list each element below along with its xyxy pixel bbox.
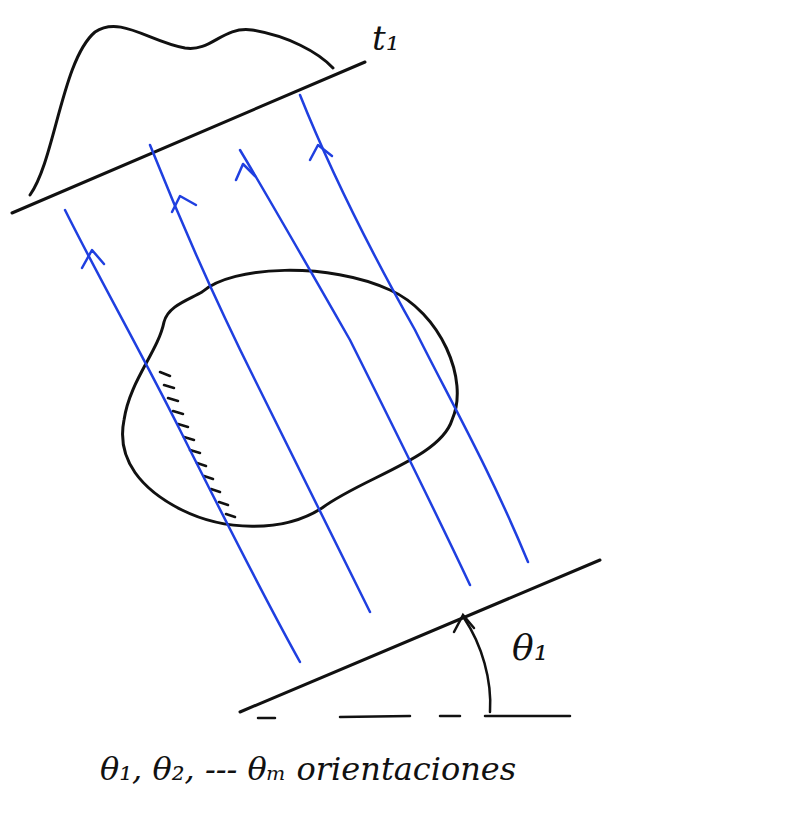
reference-axis xyxy=(258,716,570,718)
ray-arrowhead xyxy=(310,145,332,160)
angle-arrowhead xyxy=(454,615,474,632)
object-outline xyxy=(123,270,458,526)
ray-arrowhead xyxy=(172,196,196,212)
ray xyxy=(65,210,300,662)
ray xyxy=(150,145,370,612)
hatching xyxy=(160,372,235,517)
projection-profile xyxy=(30,26,333,195)
angle-label: θ₁ xyxy=(512,628,548,668)
ray xyxy=(300,95,528,562)
axis-label: t₁ xyxy=(372,20,399,57)
detector-line xyxy=(12,62,365,213)
angle-arc xyxy=(464,618,490,712)
ray-arrowhead xyxy=(82,250,104,268)
ray-arrowhead xyxy=(236,164,255,180)
note: θ₁, θ₂, --- θₘ orientaciones xyxy=(100,752,516,787)
source-line xyxy=(240,560,600,712)
